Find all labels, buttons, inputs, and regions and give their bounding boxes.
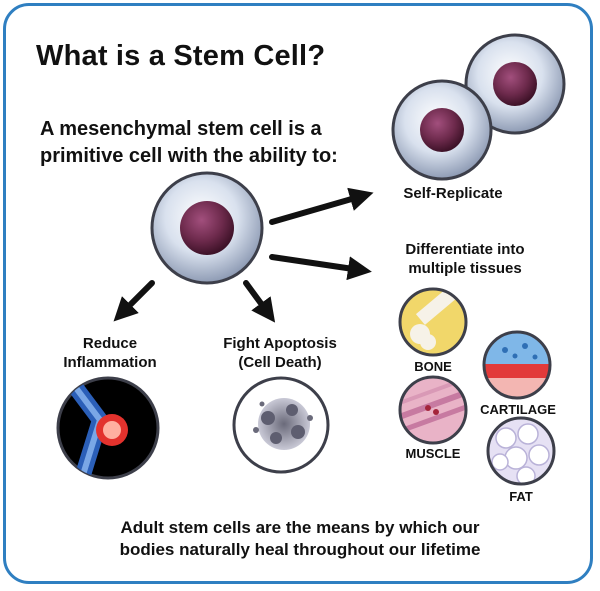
label-differentiate: Differentiate into multiple tissues xyxy=(380,240,550,278)
footer-line-1: Adult stem cells are the means by which … xyxy=(120,518,480,537)
fat-image xyxy=(486,416,556,486)
footer-text: Adult stem cells are the means by which … xyxy=(40,517,560,561)
replicated-cell-front xyxy=(391,79,493,181)
knee-inflammation-image xyxy=(56,376,160,480)
label-fat: FAT xyxy=(509,489,533,504)
label-cartilage: CARTILAGE xyxy=(480,402,556,417)
intro-text: A mesenchymal stem cell is a primitive c… xyxy=(40,116,400,170)
label-differentiate-line-1: Differentiate into xyxy=(405,241,525,258)
cartilage-image xyxy=(482,330,552,400)
arrow-to-differentiate xyxy=(269,254,372,281)
label-reduce-line-2: Inflammation xyxy=(63,354,157,371)
replicated-cell-back xyxy=(464,33,566,135)
intro-line-1: A mesenchymal stem cell is a xyxy=(40,118,322,140)
label-muscle: MUSCLE xyxy=(405,446,461,461)
page-title: What is a Stem Cell? xyxy=(36,40,326,72)
arrows xyxy=(113,187,374,323)
arrow-to-reduce-inflammation xyxy=(113,280,155,322)
label-bone: BONE xyxy=(414,359,452,374)
arrow-to-fight-apoptosis xyxy=(243,280,276,323)
label-differentiate-line-2: multiple tissues xyxy=(408,260,522,277)
arrow-to-self-replicate xyxy=(269,187,374,225)
label-reduce-inflammation: Reduce Inflammation xyxy=(40,334,180,372)
muscle-image xyxy=(398,375,468,445)
stem-cell xyxy=(150,171,264,285)
label-apoptosis-line-1: Fight Apoptosis xyxy=(223,335,337,352)
footer-line-2: bodies naturally heal throughout our lif… xyxy=(119,540,481,559)
label-self-replicate: Self-Replicate xyxy=(403,185,503,202)
apoptosis-image xyxy=(232,376,330,474)
label-apoptosis-line-2: (Cell Death) xyxy=(238,354,322,371)
label-reduce-line-1: Reduce xyxy=(82,335,138,352)
bone-image xyxy=(398,287,468,357)
label-fight-apoptosis: Fight Apoptosis (Cell Death) xyxy=(205,334,355,372)
intro-line-2: primitive cell with the ability to: xyxy=(40,145,338,167)
